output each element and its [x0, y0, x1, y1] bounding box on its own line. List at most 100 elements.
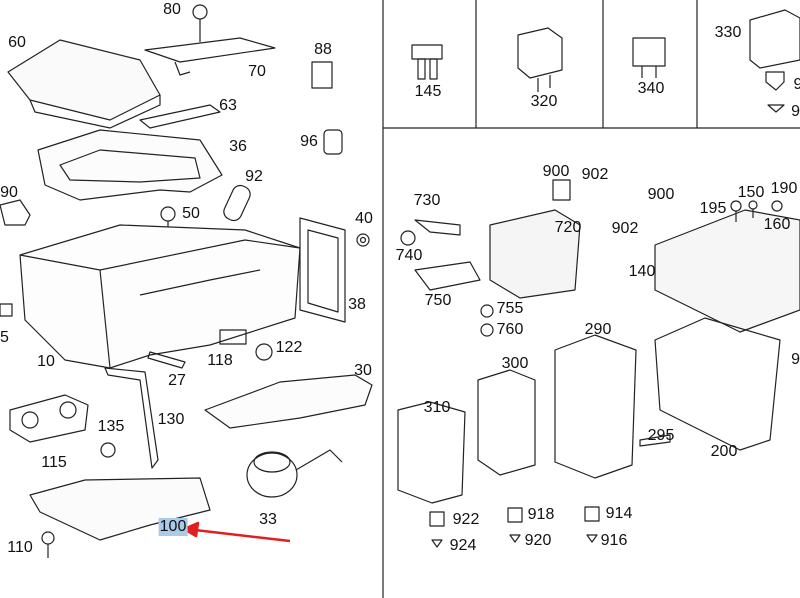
- part-label[interactable]: 63: [219, 97, 237, 114]
- part-10-housing: [19, 224, 301, 369]
- part-295-pin: [639, 434, 671, 447]
- part-label[interactable]: 720: [554, 219, 582, 236]
- part-label-highlighted[interactable]: 100: [158, 518, 188, 536]
- part-label[interactable]: 50: [182, 205, 200, 222]
- part-55-tab: [0, 303, 13, 317]
- part-130-strap: [104, 367, 159, 469]
- part-label[interactable]: 150: [737, 184, 765, 201]
- part-330-relay: [749, 9, 800, 113]
- part-label[interactable]: 760: [496, 321, 524, 338]
- part-label[interactable]: 195: [699, 200, 727, 217]
- part-label[interactable]: 900: [647, 186, 675, 203]
- part-label[interactable]: 200: [710, 443, 738, 460]
- part-740-bushing: [400, 230, 416, 246]
- part-40-nut: [356, 233, 370, 247]
- part-label[interactable]: 295: [647, 427, 675, 444]
- part-label[interactable]: 750: [424, 292, 452, 309]
- part-36-frame: [37, 129, 223, 201]
- part-100-tray: [29, 477, 211, 541]
- part-200-carrier: [654, 317, 781, 451]
- part-96-grommet: [323, 129, 343, 155]
- part-310-module: [397, 401, 466, 504]
- part-label[interactable]: 320: [530, 93, 558, 110]
- part-label[interactable]: 30: [354, 362, 372, 379]
- part-label[interactable]: 96: [300, 133, 318, 150]
- part-150-screw: [748, 200, 758, 218]
- part-760-grommet: [480, 323, 494, 337]
- part-38-gasket: [299, 217, 346, 323]
- part-30-duct: [204, 374, 373, 429]
- pointer-arrow: [182, 521, 291, 543]
- part-label[interactable]: 900: [542, 163, 570, 180]
- part-118-relay: [219, 329, 247, 345]
- part-label[interactable]: 300: [501, 355, 529, 372]
- part-340-relay: [632, 37, 666, 78]
- part-80-screw: [192, 4, 208, 42]
- part-label[interactable]: 118: [207, 352, 233, 369]
- part-label[interactable]: 92: [245, 168, 263, 185]
- part-label[interactable]: 290: [584, 321, 612, 338]
- part-label[interactable]: 9: [793, 76, 800, 93]
- part-750-bracket: [414, 261, 481, 291]
- part-label[interactable]: 330: [714, 24, 742, 41]
- part-label[interactable]: 918: [527, 506, 555, 523]
- part-label[interactable]: 60: [8, 34, 26, 51]
- part-label[interactable]: 90: [0, 184, 18, 201]
- part-label[interactable]: 88: [314, 41, 332, 58]
- part-label[interactable]: 122: [275, 339, 303, 356]
- part-label[interactable]: 730: [413, 192, 441, 209]
- connectors-bottom: [429, 506, 600, 548]
- part-label[interactable]: 80: [163, 1, 181, 18]
- part-label[interactable]: 902: [581, 166, 609, 183]
- part-label[interactable]: 38: [348, 296, 366, 313]
- part-label[interactable]: 70: [248, 63, 266, 80]
- part-label[interactable]: 33: [259, 511, 277, 528]
- part-122-nut: [255, 343, 273, 361]
- part-label[interactable]: 920: [524, 532, 552, 549]
- part-135-nut: [100, 442, 116, 458]
- part-label[interactable]: 190: [770, 180, 798, 197]
- part-755-grommet: [480, 304, 494, 318]
- part-label[interactable]: 91: [791, 351, 800, 368]
- part-label[interactable]: 135: [97, 418, 125, 435]
- part-115-holder: [9, 394, 89, 443]
- part-label[interactable]: 924: [449, 537, 477, 554]
- part-label[interactable]: 10: [37, 353, 55, 370]
- part-900-connector: [552, 179, 571, 201]
- part-label[interactable]: 922: [452, 511, 480, 528]
- part-label[interactable]: 755: [496, 300, 524, 317]
- part-140-sam: [654, 209, 800, 333]
- part-label[interactable]: 914: [605, 505, 633, 522]
- part-label[interactable]: 160: [763, 216, 791, 233]
- part-label[interactable]: 740: [395, 247, 423, 264]
- part-label[interactable]: 55: [0, 329, 9, 346]
- part-63-latch: [139, 104, 221, 129]
- part-290-module: [554, 334, 637, 479]
- part-label[interactable]: 916: [600, 532, 628, 549]
- part-label[interactable]: 92: [791, 103, 800, 120]
- part-label[interactable]: 145: [414, 83, 442, 100]
- part-88-clip: [311, 61, 333, 89]
- part-label[interactable]: 115: [41, 454, 67, 471]
- part-label[interactable]: 310: [423, 399, 451, 416]
- part-300-module: [477, 369, 536, 476]
- part-label[interactable]: 110: [7, 539, 33, 556]
- part-90-clip: [0, 199, 31, 226]
- part-92-plug: [223, 184, 251, 222]
- part-33-motor: [246, 449, 343, 498]
- part-320-relay: [517, 27, 563, 92]
- part-label[interactable]: 27: [168, 372, 186, 389]
- part-730-bracket: [414, 219, 461, 236]
- part-190-cap: [771, 200, 783, 212]
- part-145-fuse: [411, 44, 443, 80]
- part-60-cover: [7, 39, 161, 129]
- part-label[interactable]: 130: [157, 411, 185, 428]
- part-label[interactable]: 36: [229, 138, 247, 155]
- part-label[interactable]: 140: [628, 263, 656, 280]
- part-label[interactable]: 340: [637, 80, 665, 97]
- part-label[interactable]: 40: [355, 210, 373, 227]
- part-720-fusebox: [489, 209, 581, 299]
- part-label[interactable]: 902: [611, 220, 639, 237]
